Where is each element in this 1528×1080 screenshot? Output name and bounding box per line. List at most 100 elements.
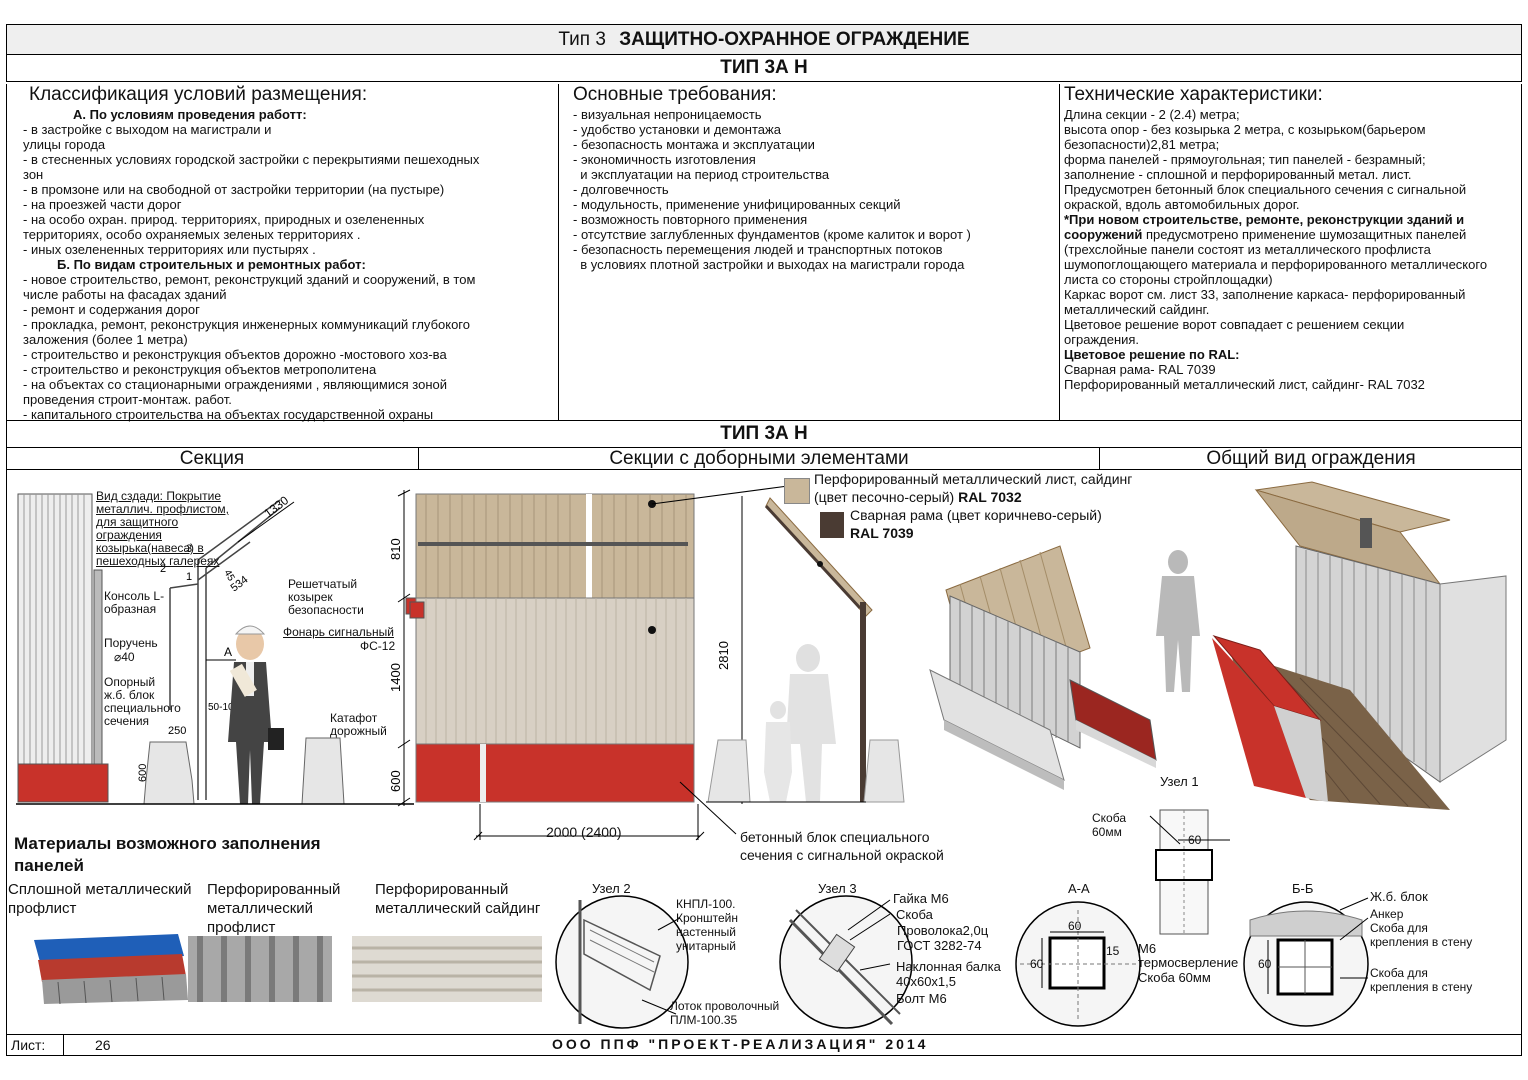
classification-a-item: улицы города: [23, 137, 106, 152]
width-dim: [473, 781, 737, 841]
material-1-l2: профлист: [8, 900, 77, 917]
classification-b-item: - прокладка, ремонт, реконструкция инжен…: [23, 317, 470, 332]
classification-b-item: числе работы на фасадах зданий: [23, 287, 227, 302]
tech-column: Технические характеристики: Длина секции…: [1060, 84, 1522, 420]
requirement-item: - безопасность перемещения людей и транс…: [573, 242, 943, 257]
general-view-header: Общий вид ограждения: [1100, 448, 1522, 470]
dim-810: 810: [388, 538, 403, 560]
bb-l6: крепления в стену: [1370, 980, 1473, 994]
subtitle-top: ТИП 3А Н: [6, 55, 1522, 82]
requirement-item: - отсутствие заглубленных фундаментов (к…: [573, 227, 971, 242]
material-1-l1: Сплошной металлический: [8, 881, 192, 898]
aa-l1: М6: [1138, 941, 1157, 956]
node-3-detail: [779, 895, 913, 1029]
requirement-item: - возможность повторного применения: [573, 212, 808, 227]
tech-note-bold: *При новом строительстве, ремонте, рекон…: [1064, 212, 1465, 242]
material-2-l1: Перфорированный: [207, 881, 341, 898]
node-3-l7: Болт М6: [896, 991, 947, 1006]
perforated-profile-sample: [188, 936, 332, 1002]
label-handrail: Поручень: [104, 636, 158, 650]
fence-view-large: [1212, 481, 1507, 810]
legend-swatch-sand: [784, 478, 810, 504]
aa-l2: термосверление: [1138, 955, 1239, 970]
label-signal-lamp: Фонарь сигнальный: [283, 625, 394, 639]
section-a-mark: A: [224, 645, 232, 659]
ral-title: Цветовое решение по RAL:: [1064, 347, 1240, 362]
label-handrail-d: ⌀40: [114, 650, 135, 664]
worker-figure: [228, 625, 284, 804]
bb-l3: Скоба для: [1370, 921, 1428, 935]
aa-d60b: 60: [1030, 957, 1044, 971]
corrugated-panel: [17, 493, 109, 803]
organization-name: ООО ППФ "ПРОЕКТ-РЕАЛИЗАЦИЯ" 2014: [552, 1036, 929, 1052]
requirement-item: в условиях плотной застройки и выходах н…: [573, 257, 965, 272]
classification-b-title: Б. По видам строительных и ремонтных раб…: [57, 257, 366, 272]
extra-section-drawing: 810 1400 600 2810: [388, 485, 905, 841]
person-silhouette: [1156, 550, 1200, 692]
callout-3: 3: [186, 543, 192, 555]
label-signal-lamp-code: ФС-12: [360, 639, 396, 653]
classification-b-list: - новое строительство, ремонт, реконстру…: [23, 272, 554, 422]
node-2-l2: Кронштейн: [676, 911, 738, 925]
classification-a-item: - на проезжей части дорог: [23, 197, 182, 212]
node-2-l4: унитарный: [676, 939, 736, 953]
classification-a-item: зон: [23, 167, 44, 182]
classification-a-title: А. По условиям проведения работт:: [73, 107, 307, 122]
sheet-title: Тип 3 ЗАЩИТНО-ОХРАННОЕ ОГРАЖДЕНИЕ: [6, 24, 1522, 55]
requirement-item: - экономичность изготовления: [573, 152, 756, 167]
material-3-l2: металлический сайдинг: [375, 900, 541, 917]
tech-line: безопасности)2,81 метра;: [1064, 137, 1220, 152]
tech-line: заполнение - сплошной и перфорированный …: [1064, 167, 1412, 182]
classification-b-item: проведения строит-монтаж. работ.: [23, 392, 232, 407]
node-3-l3: Проволока2,0ц: [897, 923, 989, 938]
bb-l5: Скоба для: [1370, 966, 1428, 980]
node-1-d60: 60: [1188, 833, 1202, 847]
bb-title: Б-Б: [1292, 881, 1314, 896]
node-2-title: Узел 2: [592, 881, 631, 896]
label-grid-visor: Решетчатый козырек безопасности: [288, 577, 364, 617]
material-2-l3: профлист: [207, 919, 276, 936]
front-elevation: [409, 485, 789, 803]
node-2-l6: ПЛМ-100.35: [670, 1013, 738, 1027]
node-3-l6: 40х60х1,5: [896, 974, 956, 989]
legend-item1-ral: RAL 7032: [958, 489, 1022, 505]
requirement-item: - долговечность: [573, 182, 669, 197]
tech-line: ограждения.: [1064, 332, 1140, 347]
requirements-column: Основные требования: - визуальная непрон…: [559, 84, 1060, 420]
callout-1: 1: [186, 571, 192, 583]
tech-line: Предусмотрен бетонный блок специального …: [1064, 182, 1467, 197]
materials-title-2: панелей: [14, 856, 84, 875]
reflector-block: [301, 737, 345, 805]
tech-note: *При новом строительстве, ремонте, рекон…: [1064, 212, 1517, 287]
dim-1400: 1400: [388, 663, 403, 692]
dim-45-label: 45: [221, 568, 236, 584]
section-extra-header: Секции с доборными элементами: [419, 448, 1100, 470]
bb-l2: Анкер: [1370, 907, 1404, 921]
solid-profile-sample: [34, 934, 188, 1005]
title-main: ЗАЩИТНО-ОХРАННОЕ ОГРАЖДЕНИЕ: [619, 29, 970, 50]
concrete-note-2: сечения с сигнальной окраской: [740, 847, 944, 863]
section-bb: [1243, 897, 1369, 1027]
ral-line: Сварная рама- RAL 7039: [1064, 362, 1216, 377]
aa-title: А-А: [1068, 881, 1090, 896]
material-3-l1: Перфорированный: [375, 881, 509, 898]
tech-line: металлический сайдинг.: [1064, 302, 1210, 317]
sheet-footer: Лист: 26 ООО ППФ "ПРОЕКТ-РЕАЛИЗАЦИЯ" 201…: [6, 1034, 1522, 1056]
requirement-item: - модульность, применение унифицированны…: [573, 197, 901, 212]
classification-b-item: - новое строительство, ремонт, реконстру…: [23, 272, 476, 287]
node-3-l2: Скоба: [896, 907, 933, 922]
sheet-label: Лист:: [11, 1037, 46, 1053]
label-reflector: Катафот дорожный: [330, 711, 387, 738]
legend-item2-a: Сварная рама (цвет коричнево-серый): [850, 507, 1102, 523]
classification-header: Классификация условий размещения:: [29, 84, 368, 105]
node-3-l4: ГОСТ 3282-74: [897, 938, 982, 953]
requirement-item: и эксплуатации на период строительства: [573, 167, 830, 182]
node-3-l5: Наклонная балка: [896, 959, 1001, 974]
footer-separator: [63, 1035, 64, 1055]
title-prefix: Тип 3: [558, 29, 606, 50]
tech-lines-2: Каркас ворот см. лист 33, заполнение кар…: [1064, 287, 1517, 347]
classification-a-item: - на особо охран. природ. территориях, п…: [23, 212, 425, 227]
details-drawing: [555, 895, 1369, 1029]
